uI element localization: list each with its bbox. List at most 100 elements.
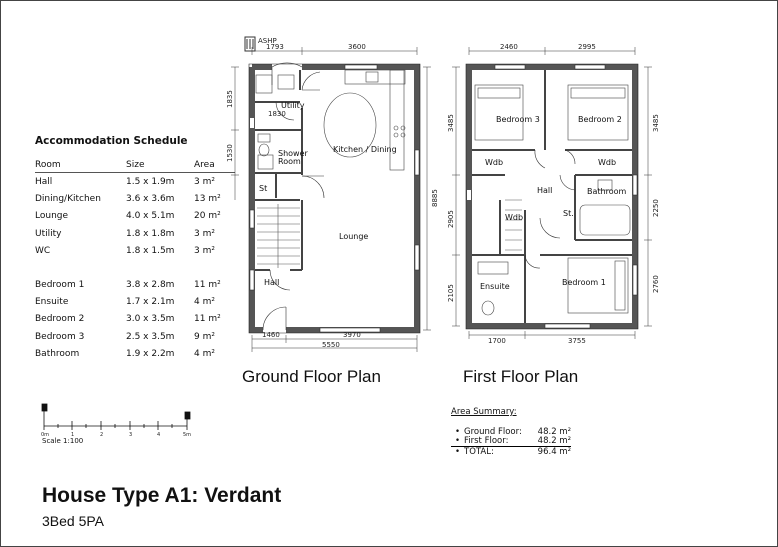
schedule-row: WC 1.8 x 1.5m 3 m² [35,246,235,263]
area-label: First Floor: [464,436,509,447]
scale-tick: 1 [71,432,74,438]
dim-first-left-1: 3485 [447,114,455,132]
schedule-area: 9 m² [194,331,215,342]
schedule-row: Hall 1.5 x 1.9m 3 m² [35,177,235,194]
schedule-row: Bedroom 2 3.0 x 3.5m 11 m² [35,314,235,331]
schedule-header-area: Area [194,160,215,170]
schedule-size: 1.7 x 2.1m [126,297,175,308]
dim-first-top-1: 2460 [500,43,518,51]
room-label-store: St [259,184,267,193]
room-label-kitchen-dining: Kitchen / Dining [333,145,397,154]
room-label-wardrobe-2: Wdb [598,158,616,167]
ground-floor-plan: Utility Shower Room Kitchen / Dining St … [226,36,439,352]
schedule-size: 4.0 x 5.1m [126,211,175,222]
schedule-room: Ensuite [35,297,69,308]
schedule-room: Bathroom [35,348,80,359]
scale-tick: 4 [157,432,160,438]
dim-first-right-2: 2250 [652,199,660,217]
schedule-room: WC [35,245,51,256]
bullet-icon: • [454,446,460,457]
room-label-hall-first: Hall [537,186,552,195]
room-label-bedroom-2: Bedroom 2 [578,115,622,124]
schedule-header-room: Room [35,160,61,170]
area-label: TOTAL: [464,446,494,457]
schedule-title: Accommodation Schedule [35,135,188,147]
schedule-room: Hall [35,177,53,187]
area-value: 48.2 m² [537,426,571,437]
area-row: • First Floor: 48.2 m² [451,436,571,447]
first-floor-plan: Bedroom 3 Bedroom 2 Wdb Wdb Wdb Hall Bat… [447,43,660,345]
room-label-shower: Shower [278,149,309,158]
room-label-wardrobe-3: Wdb [505,213,523,222]
schedule-area: 11 m² [194,279,221,290]
schedule-room: Lounge [35,211,69,222]
ashp-label: ASHP [258,37,277,45]
schedule-size: 3.6 x 3.6m [126,194,175,205]
house-type-subtitle: 3Bed 5PA [42,513,105,529]
scale-tick: 2 [100,432,103,438]
schedule-size: 2.5 x 3.5m [126,331,175,342]
room-label-lounge: Lounge [339,232,368,241]
schedule-area: 3 m² [194,245,215,256]
schedule-size: 1.5 x 1.9m [126,177,175,187]
area-row-total: • TOTAL: 96.4 m² [451,446,571,457]
dim-first-bottom-1: 1700 [488,337,506,345]
dim-ground-right: 8885 [431,189,439,207]
house-type-title: House Type A1: Verdant [42,484,282,507]
schedule-area: 13 m² [194,194,221,205]
dim-ground-top-2: 3600 [348,43,366,51]
schedule-row: Lounge 4.0 x 5.1m 20 m² [35,211,235,228]
schedule-row: Ensuite 1.7 x 2.1m 4 m² [35,297,235,314]
accommodation-schedule: Accommodation Schedule Room Size Area Ha… [35,135,235,366]
scale-ticks: 0m 1 2 3 4 5m [41,432,191,438]
schedule-area: 4 m² [194,348,215,359]
dim-first-left-2: 2905 [447,210,455,228]
schedule-size: 1.8 x 1.5m [126,245,175,256]
schedule-row: Bedroom 3 2.5 x 3.5m 9 m² [35,332,235,349]
schedule-room: Bedroom 3 [35,331,85,342]
schedule-room: Bedroom 2 [35,314,85,325]
ground-floor-title: Ground Floor Plan [242,367,381,386]
schedule-row: Bathroom 1.9 x 2.2m 4 m² [35,349,235,366]
area-value: 48.2 m² [537,436,571,447]
area-value: 96.4 m² [537,446,571,457]
area-row: •Ground Floor:48.2 m² [451,427,571,437]
schedule-room: Utility [35,228,62,239]
scale-tick: 3 [129,432,132,438]
schedule-header-size: Size [126,160,145,170]
schedule-area: 20 m² [194,211,221,222]
dim-ground-left-mid: 1830 [268,110,286,118]
schedule-header-row: Room Size Area [35,160,235,173]
dim-first-bottom-2: 3755 [568,337,586,345]
schedule-area: 3 m² [194,228,215,239]
room-label-ensuite: Ensuite [480,282,510,291]
dim-first-right-1: 3485 [652,114,660,132]
schedule-size: 3.0 x 3.5m [126,314,175,325]
dim-ground-left-2: 1530 [226,144,234,162]
schedule-area: 11 m² [194,314,221,325]
room-label-wardrobe-1: Wdb [485,158,503,167]
room-label-store-first: St. [563,209,574,218]
dim-ground-top-1: 1793 [266,43,284,51]
bullet-icon: • [454,436,460,447]
area-summary-title: Area Summary: [451,407,517,417]
dim-first-right-3: 2760 [652,275,660,293]
scale-tick: 0m [41,432,49,438]
schedule-area: 4 m² [194,297,215,308]
room-label-bedroom-1: Bedroom 1 [562,278,606,287]
room-label-bedroom-3: Bedroom 3 [496,115,540,124]
dim-first-left-3: 2105 [447,284,455,302]
room-label-hall: Hall [264,278,279,287]
schedule-room: Bedroom 1 [35,279,85,290]
dim-ground-bottom-2: 1460 [262,331,280,339]
room-label-bathroom: Bathroom [587,187,627,196]
schedule-size: 1.8 x 1.8m [126,228,175,239]
schedule-room: Dining/Kitchen [35,194,101,205]
dim-ground-bottom-1: 3970 [343,331,361,339]
schedule-area: 3 m² [194,177,215,187]
scale-label: Scale 1:100 [42,437,84,445]
room-label-utility: Utility [281,101,305,110]
schedule-size: 1.9 x 2.2m [126,348,175,359]
bullet-icon: • [454,426,460,437]
